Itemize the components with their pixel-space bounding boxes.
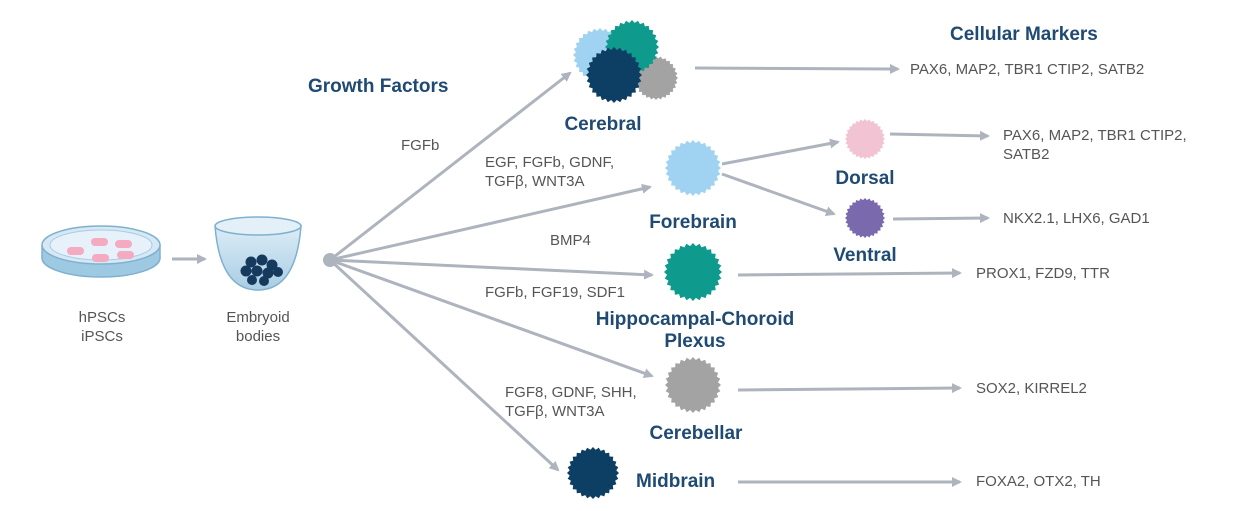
factor-cerebral: FGFb: [401, 137, 440, 154]
stem-cells-line2: iPSCs: [81, 328, 123, 345]
markers-dorsal-line1: PAX6, MAP2, TBR1 CTIP2,: [1003, 127, 1187, 144]
embryoid-line2: bodies: [235, 328, 281, 345]
arrow-hippocampal-markers: [737, 268, 962, 279]
forebrain-sphere: [665, 140, 721, 196]
embryoid-line1: Embryoid: [226, 309, 290, 326]
stem-cells-label: hPSCs iPSCs: [76, 308, 128, 346]
growth-factors-heading: Growth Factors: [308, 76, 449, 97]
markers-dorsal-line2: SATB2: [1003, 146, 1050, 163]
midbrain-sphere: [567, 447, 619, 499]
markers-dorsal: PAX6, MAP2, TBR1 CTIP2, SATB2: [1003, 126, 1187, 164]
arrows: [172, 63, 990, 487]
arrow-to-cerebellar: [329, 258, 654, 378]
embryoid-bowl-icon: [214, 216, 302, 291]
organoid-midbrain-label: Midbrain: [636, 471, 716, 492]
arrow-to-hippocampal: [329, 258, 654, 280]
cellular-markers-heading: Cellular Markers: [950, 24, 1098, 45]
markers-cerebellar: SOX2, KIRREL2: [976, 380, 1087, 397]
markers-midbrain: FOXA2, OTX2, TH: [976, 473, 1101, 490]
ventral-sphere: [845, 198, 885, 238]
organoid-hippocampal-line2: Plexus: [664, 331, 726, 352]
petri-dish-icon: [41, 225, 161, 278]
arrow-cerebellar-markers: [737, 383, 962, 394]
markers-ventral: NKX2.1, LHX6, GAD1: [1003, 210, 1150, 227]
dorsal-sphere: [845, 119, 885, 159]
hippocampal-sphere: [664, 243, 722, 301]
branch-node: [323, 253, 337, 267]
markers-cerebral: PAX6, MAP2, TBR1 CTIP2, SATB2: [910, 61, 1145, 78]
arrow-to-forebrain: [329, 183, 652, 262]
organoid-spheres: [567, 20, 885, 499]
cerebellar-sphere: [665, 357, 721, 413]
arrow-forebrain-to-ventral: [721, 172, 836, 217]
organoid-forebrain-label: Forebrain: [649, 212, 737, 233]
factor-hippocampal: BMP4: [550, 232, 591, 249]
organoid-cerebellar-label: Cerebellar: [649, 423, 743, 444]
organoid-hippocampal-line1: Hippocampal-Choroid: [595, 309, 795, 330]
factor-cerebellar-line1: FGF8, GDNF, SHH,: [505, 384, 637, 401]
arrow-cerebral-markers: [694, 63, 900, 74]
factor-cerebellar-line2: TGFβ, WNT3A: [505, 403, 605, 420]
factor-cerebellar-top: FGFb, FGF19, SDF1: [485, 284, 626, 301]
organoid-hippocampal-label: Hippocampal-Choroid Plexus: [580, 309, 810, 353]
arrow-to-midbrain: [328, 258, 560, 472]
organoid-ventral-label: Ventral: [833, 245, 897, 266]
arrow-dorsal-markers: [889, 130, 990, 141]
factor-forebrain-line2: TGFβ, WNT3A: [485, 173, 585, 190]
organoid-cerebral-label: Cerebral: [564, 114, 642, 135]
embryoid-bodies-label: Embryoid bodies: [214, 308, 302, 346]
markers-hippocampal: PROX1, FZD9, TTR: [976, 265, 1110, 282]
arrow-ventral-markers: [892, 213, 990, 224]
arrow-to-cerebral: [329, 71, 572, 262]
factor-forebrain-line1: EGF, FGFb, GDNF,: [485, 154, 615, 171]
stem-cells-line1: hPSCs: [78, 309, 126, 326]
factor-forebrain: EGF, FGFb, GDNF, TGFβ, WNT3A: [485, 153, 614, 191]
factor-cerebellar: FGF8, GDNF, SHH, TGFβ, WNT3A: [505, 383, 637, 421]
arrow-forebrain-to-dorsal: [721, 138, 840, 166]
cerebral-sphere-navy: [586, 47, 642, 103]
organoid-dorsal-label: Dorsal: [835, 168, 895, 189]
